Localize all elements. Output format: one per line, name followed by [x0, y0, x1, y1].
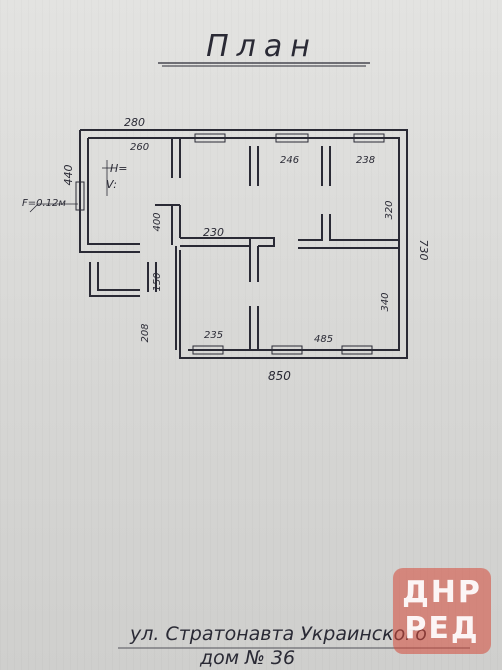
dim-850: 850	[268, 369, 291, 383]
plan-title: План	[206, 29, 318, 64]
annex-outer-wall	[79, 130, 140, 253]
area-label: F=0.12м	[22, 198, 66, 209]
dim-208: 208	[140, 323, 151, 342]
dim-150: 150	[152, 272, 163, 291]
dim-340: 340	[380, 292, 391, 311]
dim-400: 400	[152, 212, 163, 231]
dim-280: 280	[124, 116, 145, 129]
dim-440: 440	[62, 165, 75, 186]
volume-label: V:	[106, 178, 117, 191]
dim-730: 730	[417, 240, 430, 261]
outer-wall-main	[80, 129, 408, 359]
dim-320: 320	[384, 200, 395, 219]
windows	[75, 133, 385, 355]
dim-230: 230	[203, 226, 224, 239]
watermark-logo: ДНР РЕД	[393, 568, 491, 654]
watermark-line-2: РЕД	[404, 611, 480, 646]
address-street: ул. Стратонавта Украинского	[129, 623, 427, 645]
dim-235: 235	[204, 330, 223, 341]
dim-260: 260	[130, 142, 149, 153]
dim-238: 238	[356, 155, 375, 166]
watermark-line-1: ДНР	[402, 575, 482, 610]
height-label: H=	[110, 162, 128, 175]
dim-246: 246	[280, 155, 299, 166]
annex-inner-wall	[87, 138, 140, 245]
dim-485: 485	[314, 334, 333, 345]
dimension-lines	[29, 160, 112, 213]
address-house: дом № 36	[199, 647, 295, 669]
